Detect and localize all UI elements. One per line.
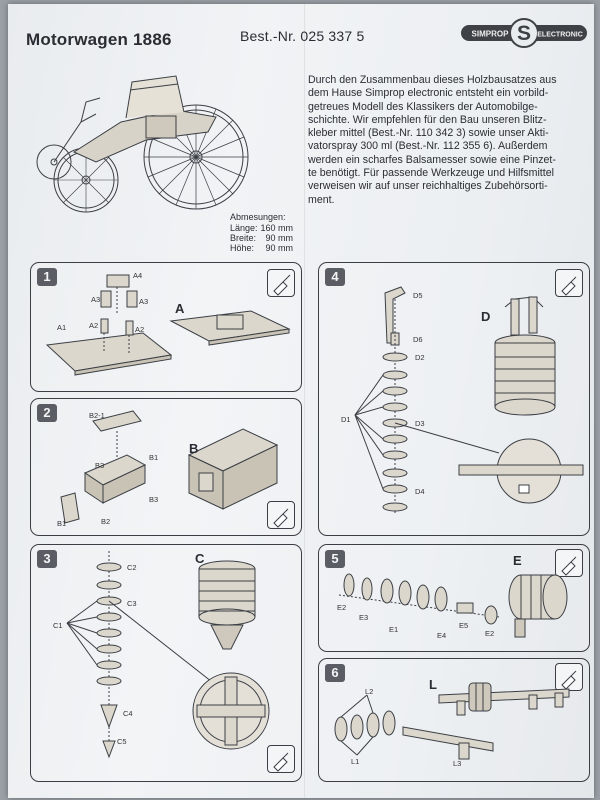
glue-bottle-icon xyxy=(555,549,583,577)
part-label: B3 xyxy=(95,461,105,470)
step-6-drawing xyxy=(334,682,570,760)
assembly-label: E xyxy=(513,553,522,568)
glue-bottle-icon xyxy=(267,501,295,529)
assembly-label: C xyxy=(195,551,205,566)
dimension-value: 160 mm xyxy=(260,222,294,233)
part-label: D3 xyxy=(415,419,425,428)
model-title: Motorwagen 1886 xyxy=(26,30,172,49)
part-label: D4 xyxy=(415,487,425,496)
assembly-label: B xyxy=(189,441,199,456)
part-label: A2 xyxy=(89,321,99,330)
page-fold xyxy=(304,4,306,798)
dimension-row: Höhe: 90 mm xyxy=(230,243,293,253)
step-3-drawing xyxy=(66,551,270,759)
part-label: A3 xyxy=(139,297,149,306)
glue-bottle-icon xyxy=(267,269,295,297)
dimension-value: 90 mm xyxy=(265,232,294,243)
dimensions-block: Abmesungen: Länge: 160 mm Breite: 90 mm … xyxy=(230,212,293,253)
logo-text-left: SIMPROP xyxy=(472,30,510,39)
part-label: C3 xyxy=(127,599,137,608)
dimension-label: Länge: xyxy=(230,222,258,233)
part-label: L3 xyxy=(453,759,462,768)
part-label: B1 xyxy=(149,453,159,462)
dimension-label: Breite: xyxy=(230,232,257,243)
dimensions-heading: Abmesungen: xyxy=(230,212,286,222)
part-label: A1 xyxy=(57,323,67,332)
step-panel-1: 1 A4 A3 A3 A2 A2 A1 A xyxy=(30,262,302,392)
part-label: E3 xyxy=(359,613,369,622)
part-label: D6 xyxy=(413,335,423,344)
dimension-value: 90 mm xyxy=(265,242,294,253)
part-label: E2 xyxy=(337,603,347,612)
part-label: C1 xyxy=(53,621,63,630)
step-number: 2 xyxy=(37,404,57,422)
motorwagen-illustration xyxy=(36,75,249,213)
step-panel-3: 3 xyxy=(30,544,302,782)
step-number: 4 xyxy=(325,268,345,286)
step-number: 5 xyxy=(325,550,345,568)
order-number: Best.-Nr. 025 337 5 xyxy=(240,28,365,44)
part-label: B2 xyxy=(101,517,111,526)
glue-bottle-icon xyxy=(267,745,295,773)
instruction-sheet: Motorwagen 1886 Best.-Nr. 025 337 5 S SI… xyxy=(8,4,594,798)
part-label: L2 xyxy=(365,687,374,696)
intro-paragraph: Durch den Zusammenbau dieses Holzbausatz… xyxy=(308,74,557,206)
step-2-drawing xyxy=(60,410,279,524)
part-label: A2 xyxy=(135,325,145,334)
dimensions-table: Länge: 160 mm Breite: 90 mm Höhe: 90 mm xyxy=(230,223,293,253)
step-number: 3 xyxy=(37,550,57,568)
step-number: 1 xyxy=(37,268,57,286)
step-panel-6: 6 L2 L1 L3 xyxy=(318,658,590,782)
logo-mark: S xyxy=(517,22,531,45)
part-label: E1 xyxy=(389,625,399,634)
part-label: L1 xyxy=(351,757,360,766)
part-label: D2 xyxy=(415,353,425,362)
part-label: E2 xyxy=(485,629,495,638)
part-label: B3 xyxy=(149,495,159,504)
dimension-row: Länge: 160 mm xyxy=(230,223,293,233)
part-label: C4 xyxy=(123,709,133,718)
part-label: C2 xyxy=(127,563,137,572)
part-label: E4 xyxy=(437,631,447,640)
assembly-label: L xyxy=(429,677,437,692)
part-label: B2-1 xyxy=(89,411,105,420)
logo-text-right: ELECTRONIC xyxy=(537,32,583,39)
part-label: D1 xyxy=(341,415,351,424)
assembly-label: D xyxy=(481,309,491,324)
step-panel-4: 4 xyxy=(318,262,590,536)
part-label: A4 xyxy=(133,271,143,280)
dimension-label: Höhe: xyxy=(230,242,255,253)
step-5-drawing xyxy=(338,573,568,638)
part-label: B1 xyxy=(57,519,67,528)
step-panel-2: 2 B2-1 B1 B3 B3 B1 B2 B xyxy=(30,398,302,536)
part-label: E5 xyxy=(459,621,469,630)
part-label: A3 xyxy=(91,295,101,304)
step-1-drawing xyxy=(45,274,291,376)
assembly-label: A xyxy=(175,301,185,316)
step-4-drawing xyxy=(354,286,584,513)
step-panel-5: 5 E2 E3 E1 xyxy=(318,544,590,652)
simprop-logo: S SIMPROP ELECTRONIC xyxy=(460,18,588,48)
glue-bottle-icon xyxy=(555,269,583,297)
part-label: C5 xyxy=(117,737,127,746)
step-number: 6 xyxy=(325,664,345,682)
dimension-row: Breite: 90 mm xyxy=(230,233,293,243)
part-label: D5 xyxy=(413,291,423,300)
